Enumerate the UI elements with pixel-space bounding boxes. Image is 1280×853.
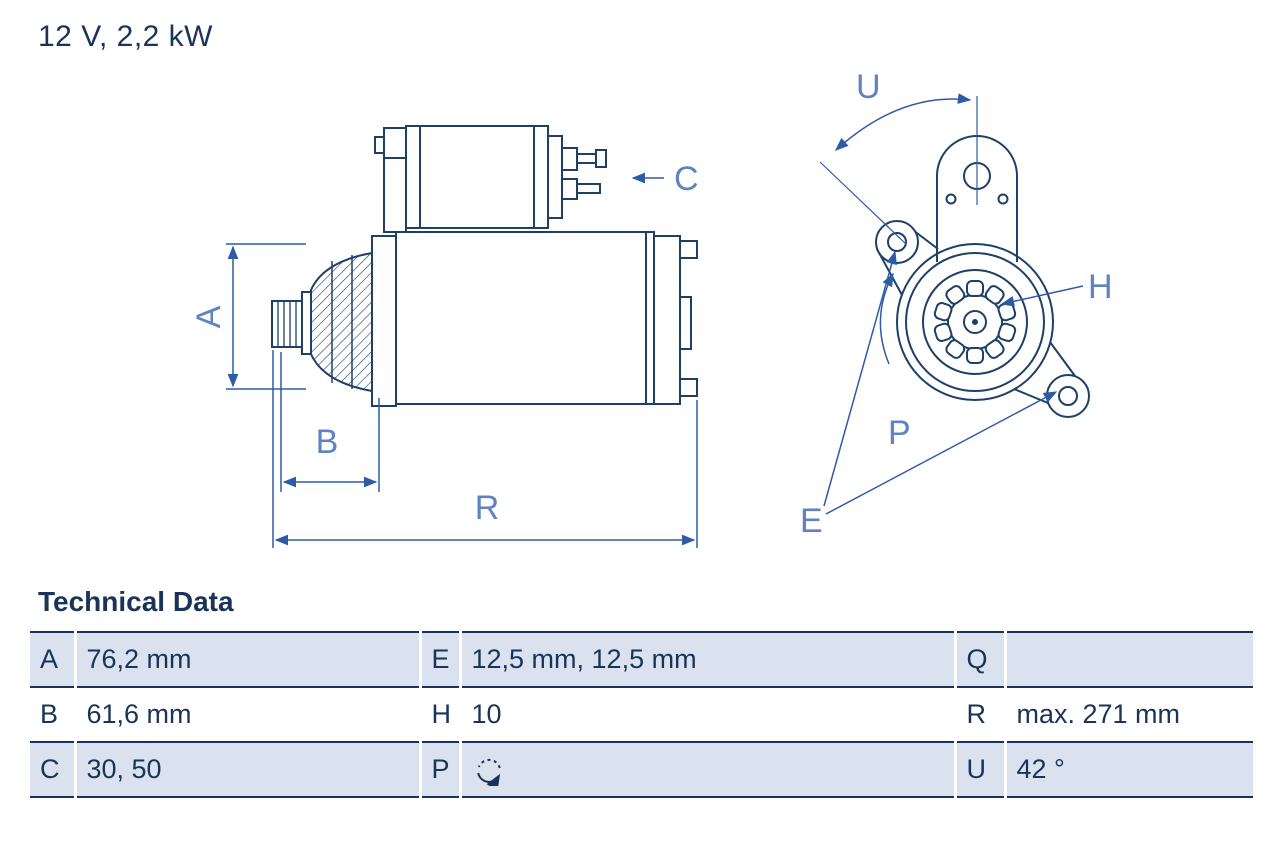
drive-end-ring xyxy=(371,235,397,407)
pinion-gear xyxy=(271,300,303,348)
starter-motor-drawing: A B R C xyxy=(190,68,1113,548)
spec-key-p: P xyxy=(418,741,460,798)
page-title: 12 V, 2,2 kW xyxy=(38,20,213,53)
table-row: C 30, 50 P U 42 ° xyxy=(30,741,1253,798)
end-cap xyxy=(653,235,681,405)
dim-label-r: R xyxy=(475,489,500,527)
mounting-hole-left xyxy=(887,232,907,252)
technical-data-table: A 76,2 mm E 12,5 mm, 12,5 mm Q B 61,6 mm… xyxy=(30,631,1253,798)
spec-value-h: 10 xyxy=(458,686,955,743)
section-heading: Technical Data xyxy=(38,586,234,617)
solenoid xyxy=(405,125,549,229)
shaft-step xyxy=(301,291,312,355)
spec-key-h: H xyxy=(418,686,460,743)
spec-value-q xyxy=(1003,631,1253,688)
front-view xyxy=(875,135,1090,418)
front-view-dimensions xyxy=(819,93,1084,515)
table-row: B 61,6 mm H 10 R max. 271 mm xyxy=(30,686,1253,743)
dim-label-p: P xyxy=(888,414,911,452)
table-row: A 76,2 mm E 12,5 mm, 12,5 mm Q xyxy=(30,631,1253,688)
spec-key-e: E xyxy=(418,631,460,688)
through-bolt-bottom xyxy=(679,378,698,397)
side-view-dimensions xyxy=(226,172,698,548)
rotation-direction-icon xyxy=(476,758,501,786)
dim-label-e: E xyxy=(800,502,823,540)
solenoid-bracket xyxy=(383,127,407,233)
dim-label-c: C xyxy=(674,160,699,198)
drive-end-housing xyxy=(310,251,373,393)
mounting-hole-right xyxy=(1058,386,1078,406)
dim-label-a: A xyxy=(190,305,228,328)
rear-boss xyxy=(679,296,692,350)
dim-label-h: H xyxy=(1088,268,1113,306)
spec-value-e: 12,5 mm, 12,5 mm xyxy=(458,631,955,688)
spec-value-u: 42 ° xyxy=(1003,741,1253,798)
side-view xyxy=(271,125,698,407)
flange-outer xyxy=(896,243,1054,401)
spec-key-q: Q xyxy=(953,631,1005,688)
terminal-stud-30 xyxy=(561,147,578,171)
spec-key-r: R xyxy=(953,686,1005,743)
spec-key-u: U xyxy=(953,741,1005,798)
spec-value-p xyxy=(458,741,955,798)
through-bolt-top xyxy=(679,240,698,259)
spec-value-a: 76,2 mm xyxy=(73,631,420,688)
dim-label-b: B xyxy=(316,423,339,461)
dim-label-u: U xyxy=(856,68,881,106)
spec-key-c: C xyxy=(30,741,75,798)
spec-value-r: max. 271 mm xyxy=(1003,686,1253,743)
spec-key-b: B xyxy=(30,686,75,743)
spec-value-b: 61,6 mm xyxy=(73,686,420,743)
terminal-stud-50 xyxy=(561,178,578,200)
solenoid-cap xyxy=(547,135,563,219)
motor-body xyxy=(395,231,655,405)
spec-value-c: 30, 50 xyxy=(73,741,420,798)
spec-key-a: A xyxy=(30,631,75,688)
pinion-front xyxy=(933,280,1017,364)
